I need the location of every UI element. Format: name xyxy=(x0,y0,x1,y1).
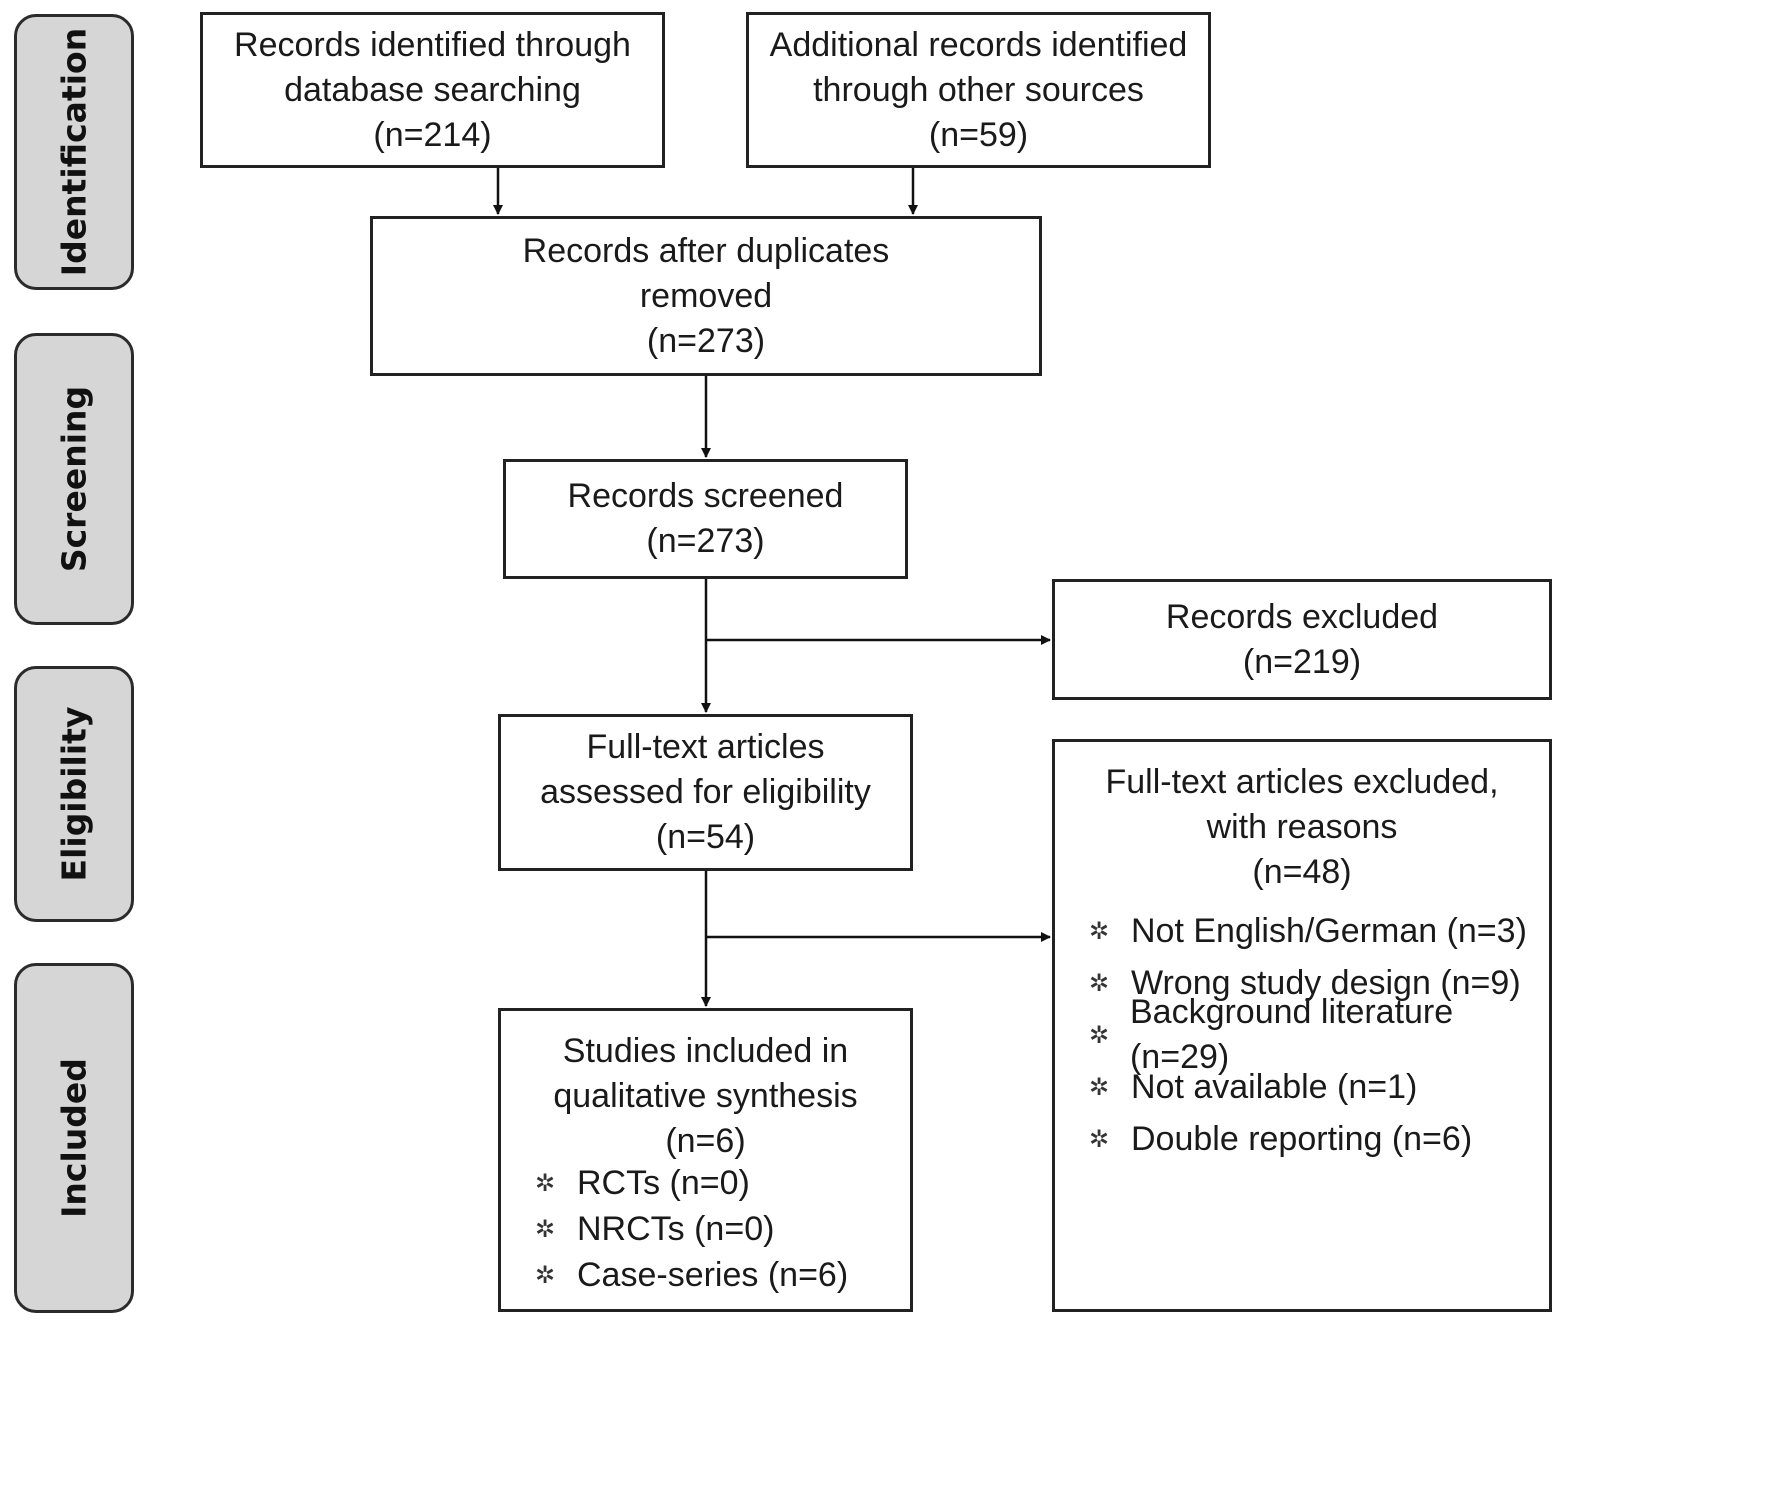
reason-text: Background literature (n=29) xyxy=(1129,993,1454,1076)
fulltext-excluded-line2: with reasons xyxy=(1206,808,1398,846)
snowflake-bullet-icon: ✲ xyxy=(1089,969,1110,997)
phase-identification: Identification xyxy=(14,14,134,290)
list-item: ✲ Double reporting (n=6) xyxy=(1089,1113,1549,1165)
database-count: (n=214) xyxy=(373,115,492,154)
after-duplicates-line1: Records after duplicates xyxy=(522,231,890,270)
fulltext-line2: assessed for eligibility xyxy=(540,773,871,811)
excluded-line1: Records excluded xyxy=(1165,597,1439,636)
database-line1: Records identified through xyxy=(234,25,631,64)
study-type-text: NRCTs (n=0) xyxy=(577,1209,775,1248)
box-fulltext-excluded: Full-text articles excluded, with reason… xyxy=(1052,739,1552,1312)
list-item: ✲ Not available (n=1) xyxy=(1089,1061,1549,1113)
fulltext-excluded-line1: Full-text articles excluded, xyxy=(1105,763,1499,801)
screened-count: (n=273) xyxy=(646,522,765,560)
after-duplicates-line2: removed xyxy=(639,276,773,315)
list-item: ✲ Case-series (n=6) xyxy=(535,1252,910,1298)
included-count: (n=6) xyxy=(665,1122,746,1160)
box-records-screened: Records screened (n=273) xyxy=(503,459,908,579)
snowflake-bullet-icon: ✲ xyxy=(1089,1073,1110,1101)
list-item: ✲ Background literature (n=29) xyxy=(1089,993,1549,1076)
additional-line2: through other sources xyxy=(813,70,1144,109)
reason-text: Double reporting (n=6) xyxy=(1131,1119,1473,1158)
fulltext-line1: Full-text articles xyxy=(586,728,825,766)
box-after-duplicates: Records after duplicates removed (n=273) xyxy=(370,216,1042,376)
reason-text: Wrong study design (n=9) xyxy=(1131,963,1521,1002)
fulltext-excluded-count: (n=48) xyxy=(1252,853,1352,891)
included-line2: qualitative synthesis xyxy=(553,1077,858,1115)
excluded-count: (n=219) xyxy=(1242,642,1362,681)
reason-text: Not English/German (n=3) xyxy=(1131,911,1527,950)
included-header: Studies included in qualitative synthesi… xyxy=(501,1029,910,1164)
included-line1: Studies included in xyxy=(562,1032,849,1070)
fulltext-count: (n=54) xyxy=(655,818,756,856)
included-study-types-list: ✲ RCTs (n=0) ✲ NRCTs (n=0) ✲ Case-series (n… xyxy=(535,1160,910,1298)
snowflake-bullet-icon: ✲ xyxy=(1089,1021,1110,1049)
exclusion-reasons-list: ✲ Not English/German (n=3) ✲ Wrong study d… xyxy=(1089,905,1549,1165)
phase-screening: Screening xyxy=(14,333,134,625)
list-item: ✲ RCTs (n=0) xyxy=(535,1160,910,1206)
fulltext-excluded-header: Full-text articles excluded, with reason… xyxy=(1055,760,1549,895)
box-additional-records: Additional records identified through ot… xyxy=(746,12,1211,168)
study-type-text: RCTs (n=0) xyxy=(577,1163,750,1202)
list-item: ✲ Not English/German (n=3) xyxy=(1089,905,1549,957)
box-studies-included: Studies included in qualitative synthesi… xyxy=(498,1008,913,1312)
additional-count: (n=59) xyxy=(928,115,1029,154)
snowflake-bullet-icon: ✲ xyxy=(535,1215,556,1243)
phase-included: Included xyxy=(14,963,134,1313)
phase-eligibility: Eligibility xyxy=(14,666,134,922)
snowflake-bullet-icon: ✲ xyxy=(1089,917,1110,945)
box-records-excluded: Records excluded (n=219) xyxy=(1052,579,1552,700)
screened-line1: Records screened xyxy=(567,477,844,515)
snowflake-bullet-icon: ✲ xyxy=(535,1261,556,1289)
database-line2: database searching xyxy=(284,70,581,109)
after-duplicates-count: (n=273) xyxy=(646,321,766,360)
list-item: ✲ NRCTs (n=0) xyxy=(535,1206,910,1252)
snowflake-bullet-icon: ✲ xyxy=(1089,1125,1110,1153)
reason-text: Not available (n=1) xyxy=(1131,1067,1418,1106)
additional-line1: Additional records identified xyxy=(769,25,1188,64)
box-fulltext-assessed: Full-text articles assessed for eligibil… xyxy=(498,714,913,871)
snowflake-bullet-icon: ✲ xyxy=(535,1169,556,1197)
box-database-records: Records identified through database sear… xyxy=(200,12,665,168)
study-type-text: Case-series (n=6) xyxy=(577,1255,849,1294)
list-item: ✲ Wrong study design (n=9) xyxy=(1089,957,1549,1009)
